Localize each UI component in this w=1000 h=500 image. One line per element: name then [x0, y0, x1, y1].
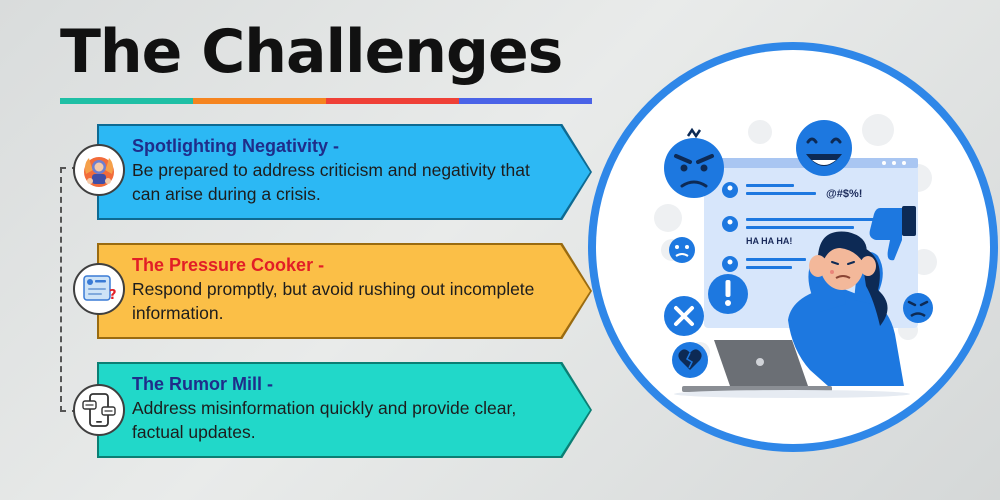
challenge-badge-1	[73, 144, 125, 196]
angry-emoji-icon	[664, 127, 724, 198]
challenge-badge-2: ?	[73, 263, 125, 315]
illustration-ring: @#$%! HA HA HA!	[588, 42, 998, 452]
dashed-connector	[60, 167, 78, 412]
challenge-title: The Pressure Cooker -	[132, 255, 325, 275]
angry-small-emoji-icon	[903, 293, 933, 323]
worried-emoji-icon	[669, 237, 695, 263]
phone-chat-icon	[82, 393, 116, 427]
challenge-description: Address misinformation quickly and provi…	[132, 398, 517, 442]
chat-line-swear: @#$%!	[826, 188, 862, 200]
illustration-circle: @#$%! HA HA HA!	[596, 50, 990, 444]
thumbs-down-icon	[869, 206, 916, 261]
chat-line-laugh: HA HA HA!	[746, 236, 792, 246]
underline-segment-teal	[60, 98, 193, 104]
challenge-title: Spotlighting Negativity -	[132, 136, 339, 156]
challenge-card-pressure-cooker: The Pressure Cooker - Respond promptly, …	[97, 243, 592, 339]
laptop-icon	[682, 340, 832, 392]
stressed-woman-online-criticism-illustration: @#$%! HA HA HA!	[654, 114, 937, 398]
underline-segment-red	[326, 98, 459, 104]
title-underline	[60, 98, 592, 104]
underline-segment-orange	[193, 98, 326, 104]
challenge-description: Be prepared to address criticism and neg…	[132, 160, 530, 204]
underline-segment-blue	[459, 98, 592, 104]
laughing-emoji-icon	[796, 120, 852, 176]
confused-message-icon: ?	[83, 275, 117, 303]
challenge-card-rumor-mill: The Rumor Mill - Address misinformation …	[97, 362, 592, 458]
page-title: The Challenges	[60, 17, 563, 87]
close-bubble-icon	[664, 296, 704, 336]
angry-crowd-icon	[84, 157, 114, 187]
challenge-card-spotlighting-negativity: Spotlighting Negativity - Be prepared to…	[97, 124, 592, 220]
svg-text:?: ?	[109, 288, 117, 303]
challenge-badge-3	[73, 384, 125, 436]
alert-bubble-icon	[708, 274, 748, 314]
challenge-title: The Rumor Mill -	[132, 374, 273, 394]
stressed-woman-figure	[788, 231, 904, 386]
broken-heart-icon	[672, 342, 708, 378]
challenge-description: Respond promptly, but avoid rushing out …	[132, 279, 535, 323]
